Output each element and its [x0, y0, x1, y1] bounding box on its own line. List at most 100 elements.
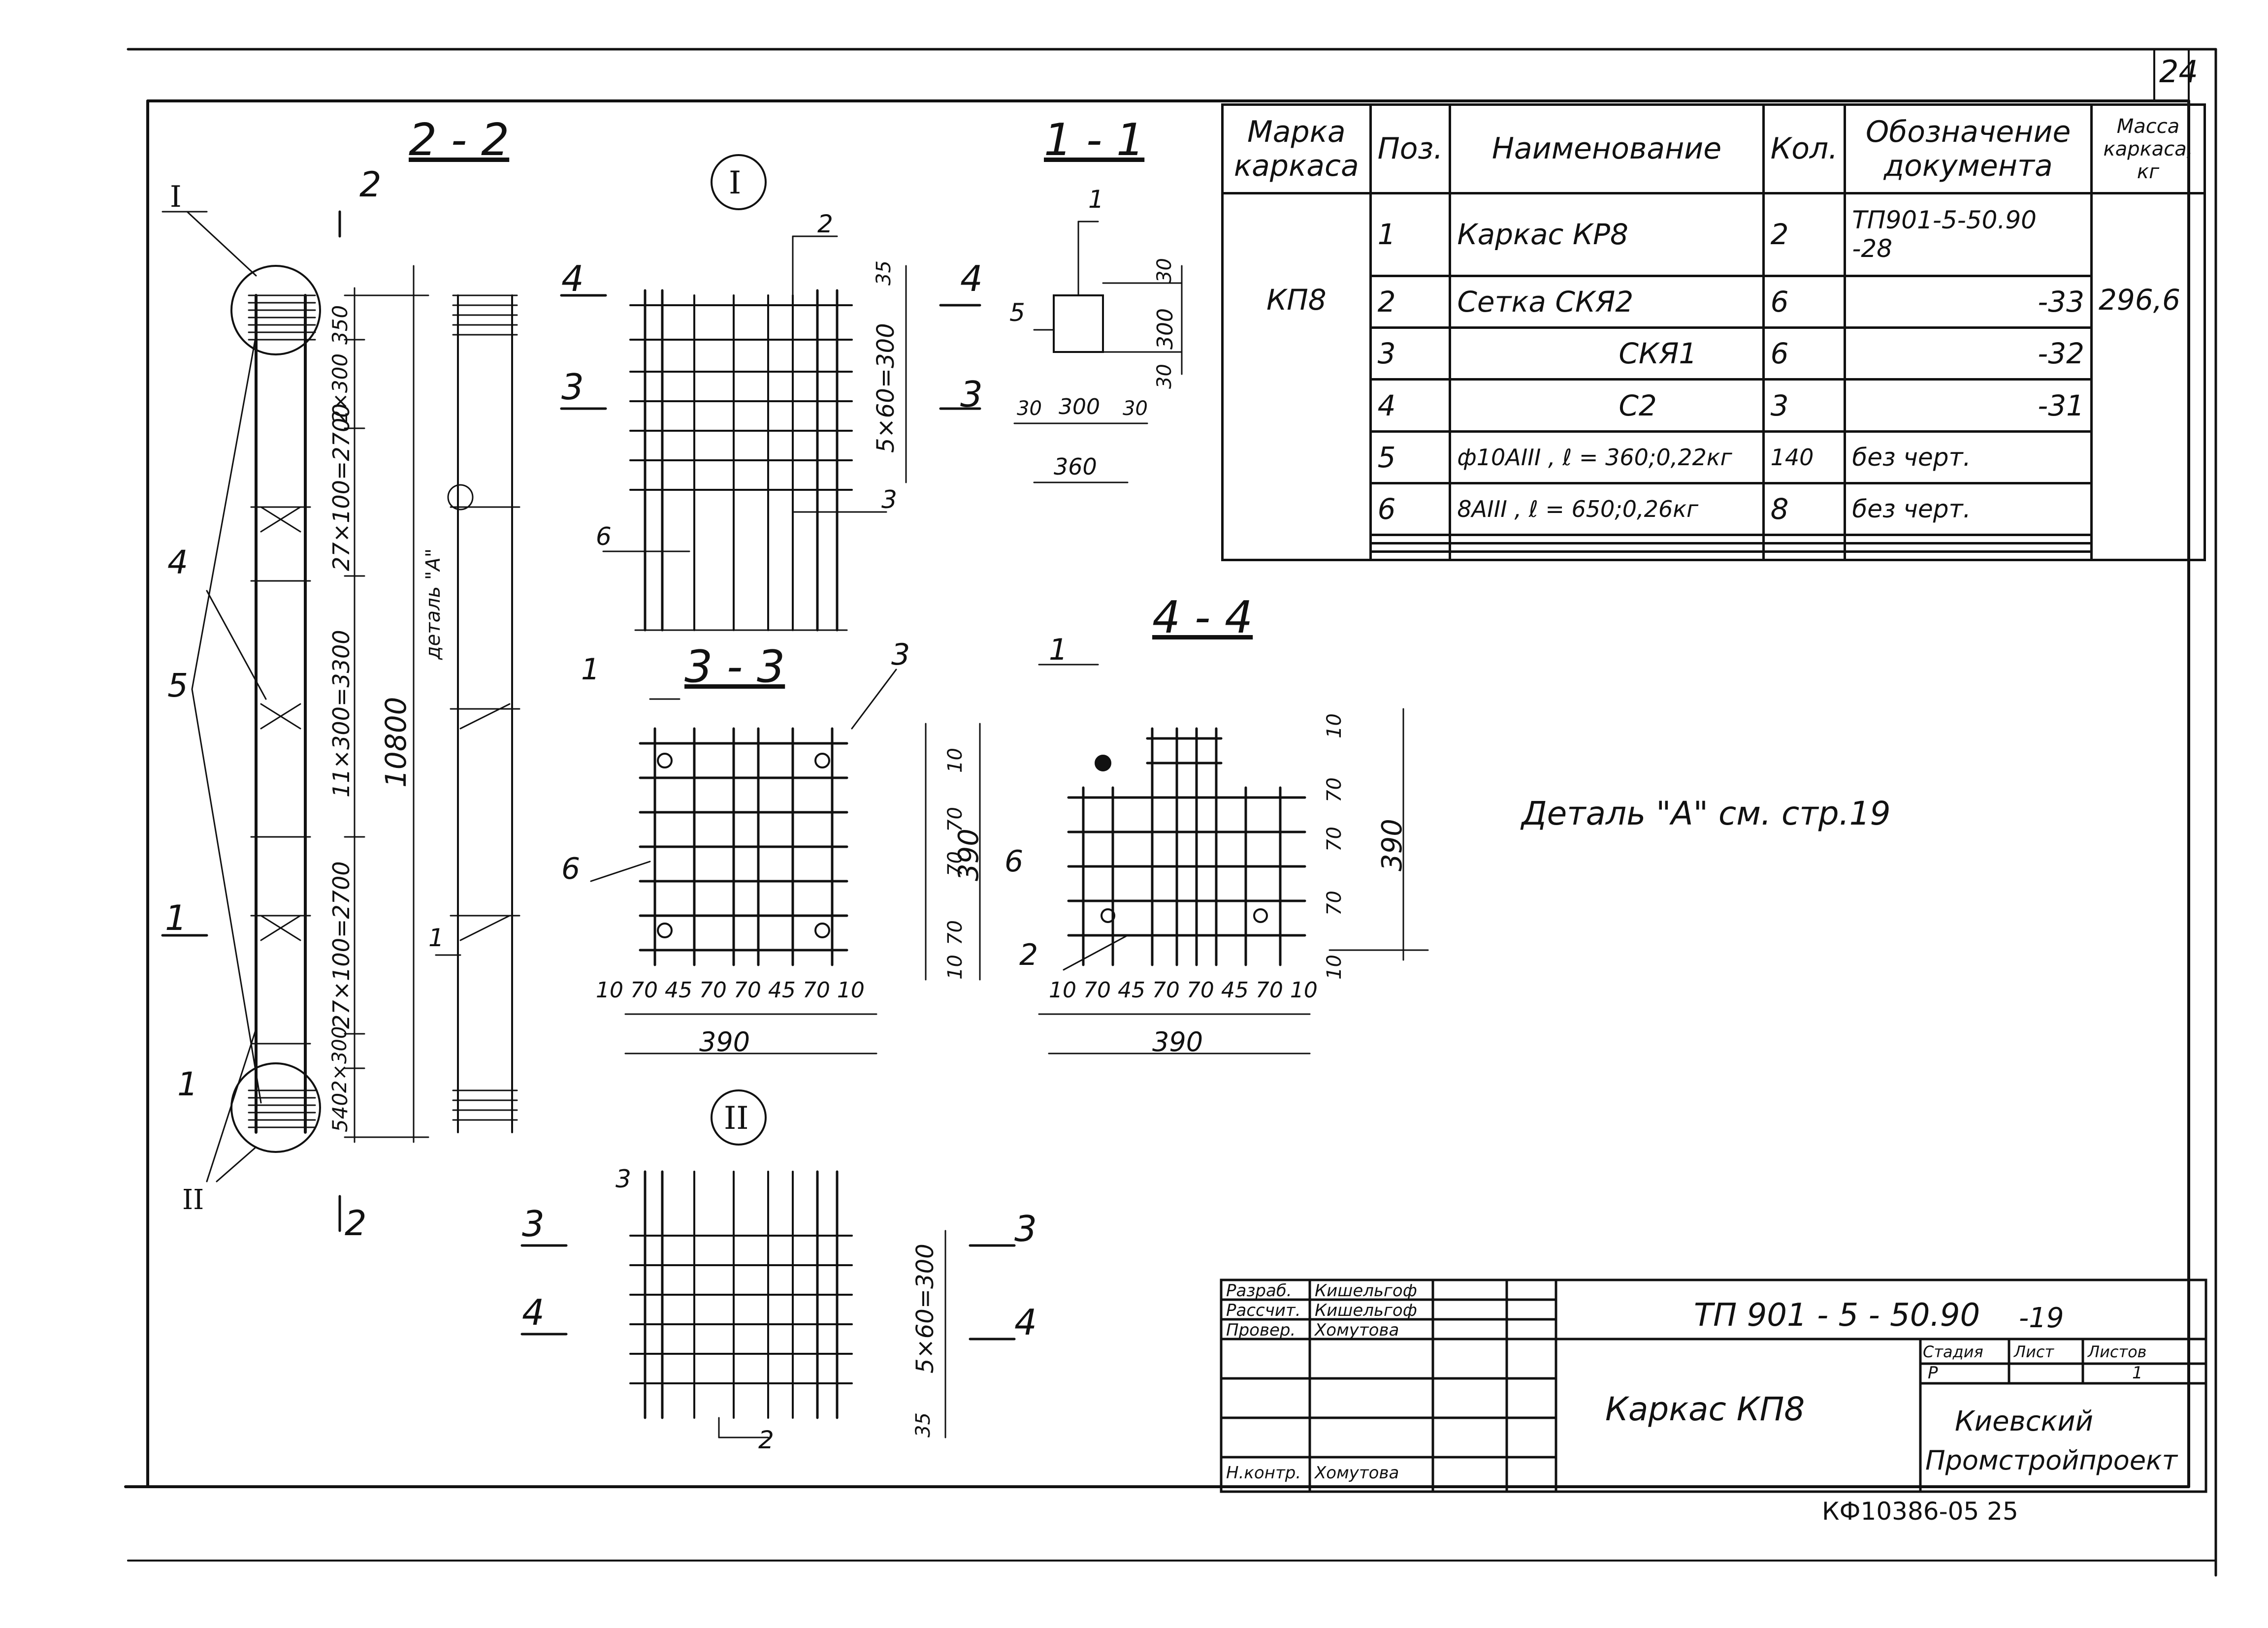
node2-cut-3-left: 3 — [522, 1203, 545, 1245]
s44-callout-6: 6 — [1004, 844, 1024, 879]
node2-callout-2: 2 — [758, 1426, 774, 1454]
detail-a-label: деталь "А" — [422, 548, 445, 660]
s44-dim-10-top: 10 — [1323, 713, 1346, 738]
frame-mass: 296,6 — [2090, 192, 2206, 561]
s11-dim-30-right: 30 — [1123, 397, 1148, 420]
s11-dim-30-left: 30 — [1017, 397, 1042, 420]
header-qty: Кол. — [1762, 103, 1847, 194]
s11-dim-30-top: 30 — [1153, 258, 1176, 283]
organization-line1: Киевский — [1955, 1405, 2094, 1437]
node2-dim-35: 35 — [912, 1412, 935, 1437]
s44-dim-70-b: 70 — [1323, 827, 1346, 852]
node1-cut-4-left: 4 — [561, 258, 584, 299]
s44-dim-390-h: 390 — [1152, 1026, 1203, 1057]
table-cell: 8 — [1762, 481, 1847, 537]
section-3-3-title: 3 - 3 — [684, 641, 785, 693]
s11-callout-1: 1 — [1088, 185, 1104, 214]
node2-dim-5x60: 5×60=300 — [911, 1244, 939, 1373]
table-cell: ф10AIII , ℓ = 360;0,22кг — [1449, 430, 1765, 484]
s33-dim-390-h: 390 — [699, 1026, 750, 1057]
s33-dim-10-top: 10 — [944, 748, 967, 773]
node1-cut-3-left: 3 — [561, 366, 584, 408]
table-cell: без черт. — [1844, 430, 2093, 484]
cut-2-bottom-label: 2 — [345, 1203, 367, 1244]
sheets-value: 1 — [2132, 1363, 2143, 1383]
node-i-callout: I — [170, 180, 182, 214]
stamp-name: Хомутова — [1315, 1463, 1399, 1483]
table-cell: Каркас КР8 — [1449, 192, 1765, 277]
drawing-title: Каркас КП8 — [1605, 1390, 1805, 1428]
table-cell: -31 — [1844, 378, 2093, 433]
specification-table: Марка каркаса Поз. Наименование Кол. Обо… — [1221, 103, 2206, 561]
table-cell: 2 — [1762, 192, 1847, 277]
node2-callout-3: 3 — [616, 1165, 631, 1193]
organization-line2: Промстройпроект — [1925, 1445, 2178, 1476]
cut-1-side-label: 1 — [428, 924, 444, 952]
s33-callout-6: 6 — [561, 852, 581, 886]
node2-cut-3-right: 3 — [1014, 1208, 1037, 1249]
s44-callout-2: 2 — [1019, 938, 1038, 972]
node1-dim-35: 35 — [873, 260, 895, 286]
table-cell: 3 — [1762, 378, 1847, 433]
detail-a-note: Деталь "А" см. стр.19 — [1522, 795, 1891, 832]
node-ii-label: II — [724, 1100, 749, 1137]
stamp-name: Кишельгоф — [1315, 1301, 1417, 1320]
s44-dims-bottom: 10 70 45 70 70 45 70 10 — [1049, 978, 1318, 1003]
sheet-label: Лист — [2014, 1342, 2054, 1361]
stage-value: Р — [1928, 1363, 1938, 1383]
table-cell: 1 — [1369, 192, 1452, 277]
table-cell: 5 — [1369, 430, 1452, 484]
stamp-role: Провер. — [1226, 1320, 1296, 1340]
table-cell: без черт. — [1844, 481, 2093, 537]
s44-dim-10-bottom: 10 — [1323, 955, 1346, 980]
table-cell: 6 — [1762, 326, 1847, 381]
table-cell: С2 — [1449, 378, 1765, 433]
table-cell: 8AIII , ℓ = 650;0,26кг — [1449, 481, 1765, 537]
table-cell: 2 — [1369, 274, 1452, 329]
s33-callout-1: 1 — [581, 652, 600, 687]
callout-1-left: 1 — [177, 1065, 198, 1103]
callout-4: 4 — [167, 543, 188, 581]
stamp-role: Разраб. — [1226, 1281, 1292, 1301]
s44-dim-70-c: 70 — [1323, 891, 1346, 916]
node1-cut-3-right: 3 — [960, 374, 983, 415]
table-cell: -33 — [1844, 274, 2093, 329]
frame-mark: КП8 — [1221, 192, 1372, 561]
stamp-role: Рассчит. — [1226, 1301, 1301, 1320]
table-cell: Сетка СКЯ2 — [1449, 274, 1765, 329]
s33-callout-3: 3 — [891, 638, 910, 672]
section-2-2-title: 2 - 2 — [409, 114, 510, 166]
header-name: Наименование — [1449, 103, 1765, 194]
s33-dim-70-c: 70 — [944, 920, 967, 945]
stamp-name: Хомутова — [1315, 1320, 1399, 1340]
node1-callout-2: 2 — [817, 210, 833, 238]
section-1-1-title: 1 - 1 — [1044, 114, 1145, 166]
table-cell: 6 — [1369, 481, 1452, 537]
s44-dim-70-a: 70 — [1323, 777, 1346, 802]
s11-dim-30-bottom: 30 — [1153, 364, 1176, 389]
node1-dim-5x60: 5×60=300 — [872, 323, 900, 453]
table-cell: СКЯ1 — [1449, 326, 1765, 381]
dim-2700-bottom: 27×100=2700 — [328, 861, 355, 1029]
header-mass: Масса каркаса, кг — [2090, 103, 2206, 194]
s11-dim-360: 360 — [1054, 453, 1097, 480]
s44-dim-390-v: 390 — [1376, 819, 1408, 871]
node1-callout-3: 3 — [881, 485, 897, 514]
s11-callout-5: 5 — [1009, 298, 1025, 327]
node2-cut-4-right: 4 — [1014, 1302, 1037, 1343]
document-code-suffix: -19 — [2019, 1302, 2064, 1334]
table-cell: 140 — [1762, 430, 1847, 484]
header-pos: Поз. — [1369, 103, 1452, 194]
stamp-name: Кишельгоф — [1315, 1281, 1417, 1301]
dim-540: 540 — [328, 1092, 352, 1132]
s11-dim-300-h: 300 — [1059, 394, 1100, 419]
sheet-number: 24 — [2159, 54, 2198, 90]
s11-dim-300-v: 300 — [1153, 308, 1178, 350]
s33-dim-10-bottom: 10 — [944, 955, 967, 980]
node-ii-callout: II — [182, 1184, 204, 1216]
node-i-label: I — [729, 165, 742, 201]
s44-callout-1: 1 — [1049, 633, 1068, 667]
dim-3300: 11×300=3300 — [328, 630, 355, 798]
header-doc: Обозначение документа — [1844, 103, 2093, 194]
